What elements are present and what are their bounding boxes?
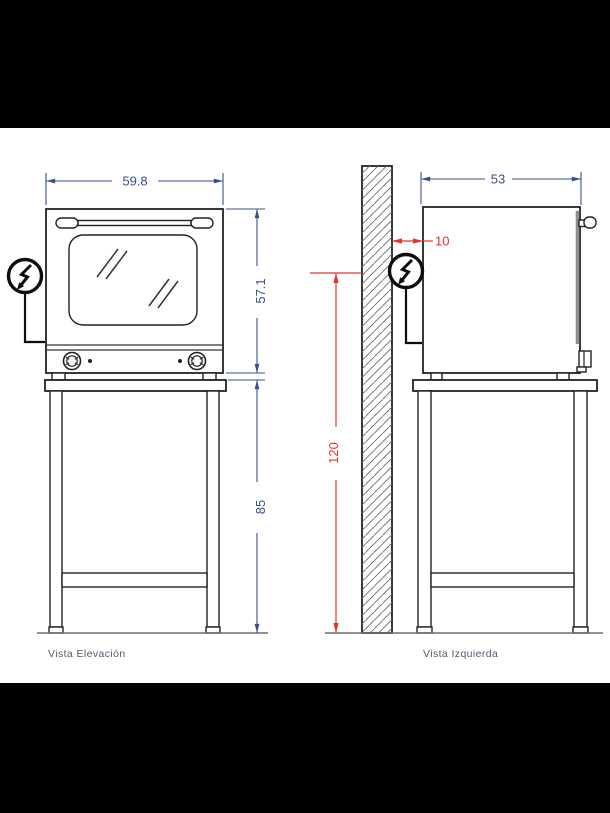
stand-leg-front bbox=[417, 390, 432, 628]
elevation-view-caption: Vista Elevación bbox=[48, 648, 126, 660]
dimension-oven-height: 57.1 bbox=[226, 208, 268, 374]
stand-leg-left bbox=[49, 390, 63, 628]
dimension-depth: 53 bbox=[420, 172, 582, 205]
stand-foot-back bbox=[572, 626, 589, 634]
oven-foot-right bbox=[202, 372, 217, 381]
electrical-connection-side bbox=[387, 252, 425, 345]
dimension-value-stand-height: 85 bbox=[253, 500, 268, 514]
electrical-connection-icon bbox=[6, 257, 44, 295]
door-handle bbox=[55, 217, 214, 229]
dimension-value-depth: 53 bbox=[491, 172, 505, 187]
oven-front bbox=[45, 208, 224, 381]
stand-foot-front bbox=[416, 626, 433, 634]
stand-crossbar bbox=[430, 572, 575, 588]
handle-knob bbox=[583, 216, 597, 229]
door-hinge bbox=[576, 350, 592, 373]
electrical-connection bbox=[6, 257, 45, 344]
oven-foot-left bbox=[51, 372, 66, 381]
oven-side bbox=[422, 206, 597, 381]
stand-front bbox=[44, 379, 227, 634]
hinge-body bbox=[578, 350, 592, 368]
glass-door bbox=[68, 234, 198, 326]
electrical-connection-icon bbox=[387, 252, 425, 290]
hinge-base bbox=[576, 366, 587, 373]
stand-leg-right bbox=[206, 390, 220, 628]
stand-foot-right bbox=[205, 626, 221, 634]
power-cable bbox=[404, 287, 422, 345]
dimension-value-oven-height: 57.1 bbox=[253, 278, 268, 303]
oven-foot-back bbox=[556, 372, 570, 381]
indicator-light-left bbox=[88, 359, 92, 363]
dimension-value-outlet-height: 120 bbox=[326, 442, 341, 464]
power-cable bbox=[23, 292, 45, 344]
control-panel bbox=[62, 351, 207, 371]
elevation-view: 59.8 57.1 85 Vista Elevación bbox=[6, 173, 268, 660]
handle-side bbox=[578, 216, 597, 229]
dimension-stand-height: 85 bbox=[228, 379, 268, 633]
timer-knob bbox=[187, 351, 207, 371]
stand-side bbox=[412, 379, 598, 634]
oven-side-body bbox=[422, 206, 581, 374]
stand-crossbar bbox=[61, 572, 208, 588]
stand-top bbox=[412, 379, 598, 392]
oven-foot-front bbox=[430, 372, 443, 381]
wall-hatching bbox=[362, 166, 392, 633]
stand-top bbox=[44, 379, 227, 392]
temperature-knob bbox=[62, 351, 82, 371]
stand-leg-back bbox=[573, 390, 588, 628]
dimension-value-wall-clearance: 10 bbox=[435, 234, 449, 249]
dimension-value-width: 59.8 bbox=[122, 174, 147, 189]
indicator-light-right bbox=[178, 359, 182, 363]
dimension-outlet-height: 120 bbox=[310, 272, 362, 633]
left-view-caption: Vista Izquierda bbox=[423, 648, 498, 660]
wall-section bbox=[361, 165, 393, 634]
dimension-width: 59.8 bbox=[45, 173, 224, 205]
left-side-view: 53 10 120 Vista Izquierda bbox=[310, 165, 603, 660]
glass-reflections bbox=[96, 248, 179, 309]
handle-bar bbox=[77, 219, 192, 227]
handle-right-cap bbox=[190, 217, 214, 229]
handle-left-cap bbox=[55, 217, 79, 229]
dimension-wall-clearance: 10 bbox=[392, 234, 449, 249]
stand-foot-left bbox=[48, 626, 64, 634]
